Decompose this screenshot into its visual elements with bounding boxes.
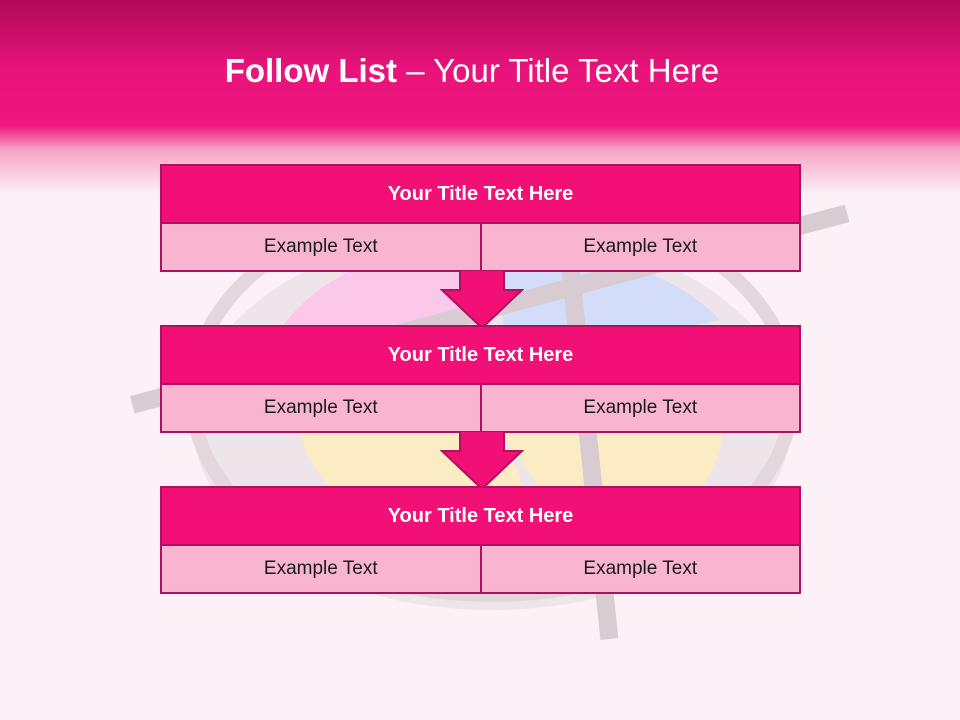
block-row: Example Text Example Text [162,224,799,270]
list-block-2: Your Title Text Here Example Text Exampl… [160,325,801,433]
block-cell-right: Example Text [479,224,799,270]
title-bold: Follow List [224,52,398,89]
block-cell-left: Example Text [162,385,480,431]
slide-title: Follow List – Your Title Text Here [0,52,944,90]
down-arrow-icon [440,431,524,491]
block-title: Your Title Text Here [162,166,799,224]
title-rest: Your Title Text Here [433,52,720,89]
block-title: Your Title Text Here [162,488,799,546]
block-cell-right: Example Text [479,385,799,431]
block-row: Example Text Example Text [162,546,799,592]
block-cell-left: Example Text [162,546,480,592]
list-block-1: Your Title Text Here Example Text Exampl… [160,164,801,272]
block-cell-right: Example Text [479,546,799,592]
list-block-3: Your Title Text Here Example Text Exampl… [160,486,801,594]
block-title: Your Title Text Here [162,327,799,385]
block-row: Example Text Example Text [162,385,799,431]
title-separator: – [397,52,434,89]
block-cell-left: Example Text [162,224,480,270]
down-arrow-icon [440,270,524,330]
